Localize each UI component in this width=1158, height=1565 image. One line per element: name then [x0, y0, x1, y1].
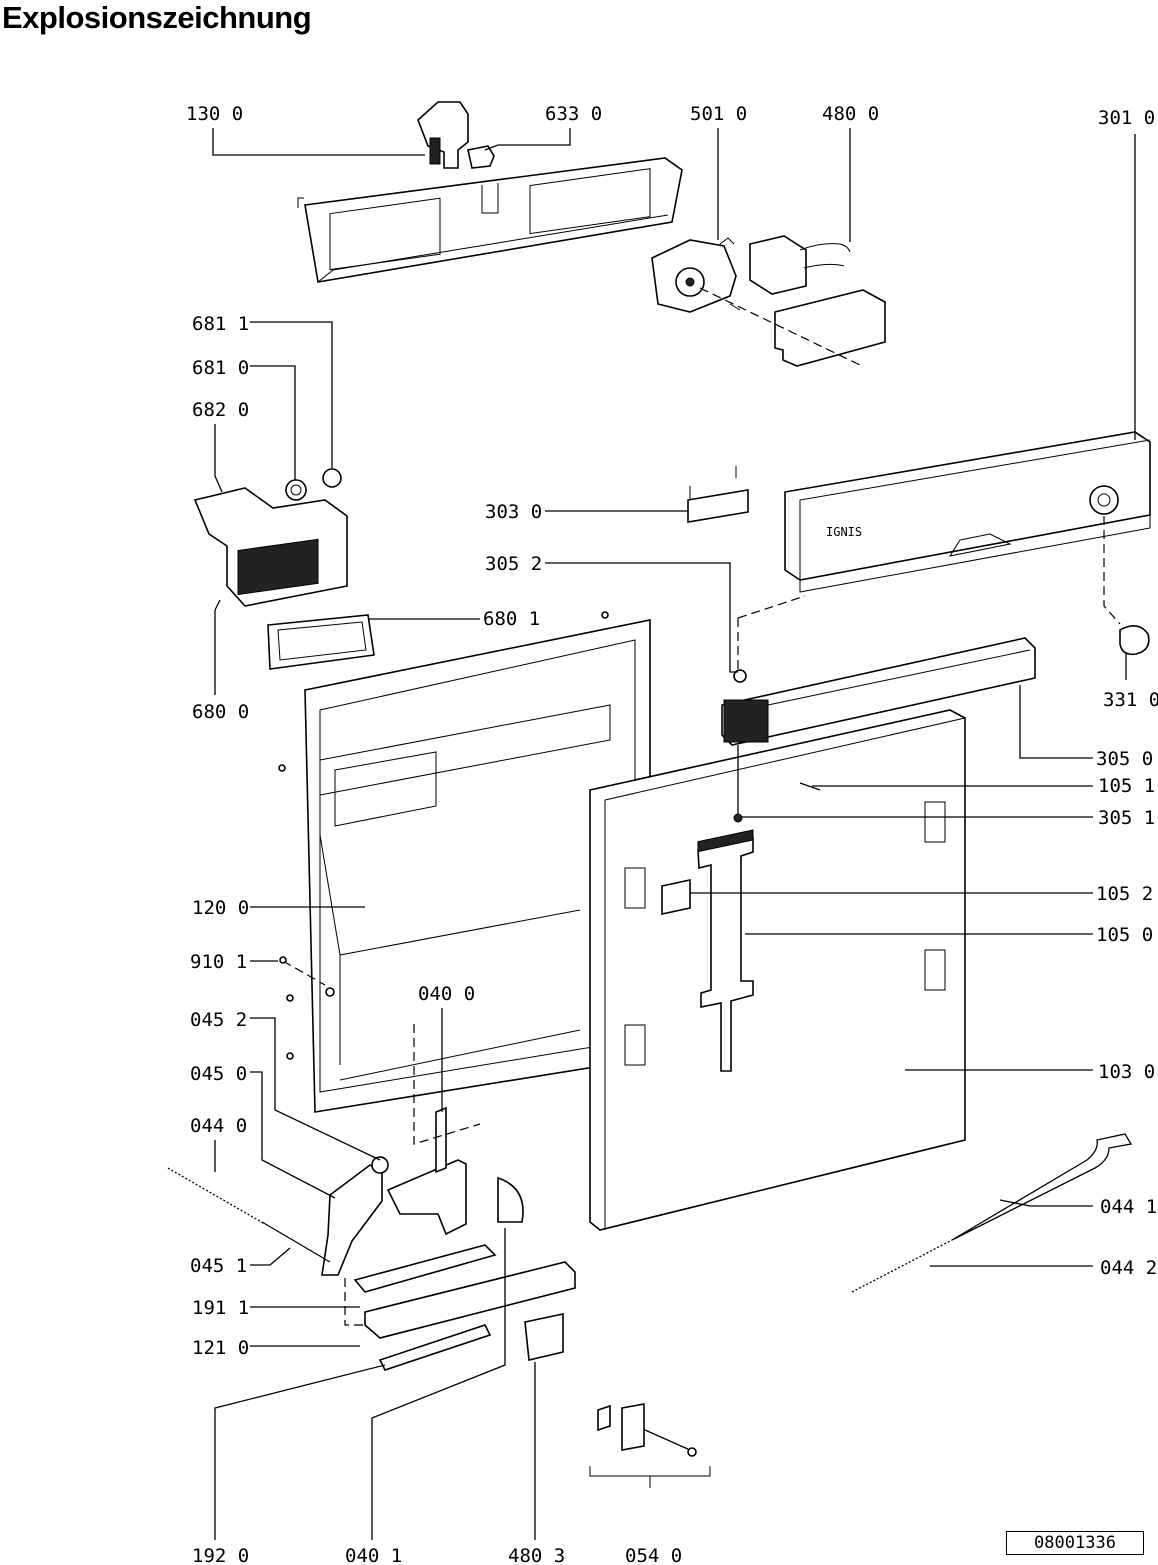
rail-192-0	[378, 1324, 492, 1371]
label-680-1: 680 1	[483, 608, 540, 630]
label-045-1: 045 1	[190, 1255, 247, 1277]
label-682-0: 682 0	[192, 399, 249, 421]
rail-121-0	[364, 1261, 576, 1339]
cover-040-1	[497, 1176, 524, 1223]
component-633-0	[467, 145, 495, 169]
spring-044-2	[851, 1239, 953, 1293]
timer-motor	[651, 237, 741, 313]
label-120-0: 120 0	[192, 897, 249, 919]
label-633-0: 633 0	[545, 103, 602, 125]
clip-480-3	[524, 1313, 564, 1361]
label-681-1: 681 1	[192, 313, 249, 335]
rail-191-1	[353, 1244, 497, 1293]
label-044-2: 044 2	[1100, 1257, 1157, 1279]
label-130-0: 130 0	[186, 103, 243, 125]
brand-mark: IGNIS	[826, 525, 862, 539]
label-681-0: 681 0	[192, 357, 249, 379]
label-040-0: 040 0	[418, 983, 475, 1005]
label-680-0: 680 0	[192, 701, 249, 723]
label-305-2: 305 2	[485, 553, 542, 575]
gasket-680-1	[267, 614, 375, 670]
label-054-0: 054 0	[625, 1545, 682, 1565]
screws	[278, 611, 609, 1060]
screw-set-054-0	[589, 1403, 711, 1488]
document-reference-number: 08001336	[1006, 1531, 1144, 1555]
component-130-0	[417, 101, 469, 169]
label-480-3: 480 3	[508, 1545, 565, 1565]
label-480-0: 480 0	[822, 103, 879, 125]
label-045-0: 045 0	[190, 1063, 247, 1085]
pin-105-1	[799, 782, 821, 791]
label-192-0: 192 0	[192, 1545, 249, 1565]
component-681-0	[285, 479, 307, 501]
timer-bracket	[699, 287, 886, 367]
label-105-0: 105 0	[1096, 924, 1153, 946]
label-501-0: 501 0	[690, 103, 747, 125]
label-044-0: 044 0	[190, 1115, 247, 1137]
top-mounting-bracket	[297, 157, 683, 283]
knob-331-0	[1103, 516, 1150, 656]
label-303-0: 303 0	[485, 501, 542, 523]
label-044-1: 044 1	[1100, 1196, 1157, 1218]
label-910-1: 910 1	[190, 951, 247, 973]
label-305-0: 305 0	[1096, 748, 1153, 770]
hinge-arm-045-0	[321, 1156, 389, 1276]
bracket-040-0	[386, 1024, 481, 1236]
label-103-0: 103 0	[1098, 1061, 1155, 1083]
label-040-1: 040 1	[345, 1545, 402, 1565]
handle-profile-305-0	[721, 595, 1036, 823]
label-305-1: 305 1	[1098, 807, 1155, 829]
connector-block	[749, 235, 851, 295]
seal-681-1	[322, 468, 342, 488]
hinge-clip-105-2	[661, 879, 691, 915]
hinge-plate-105-0	[697, 829, 754, 1072]
label-121-0: 121 0	[192, 1337, 249, 1359]
outer-door-panel	[589, 709, 966, 1231]
label-301-0: 301 0	[1098, 107, 1155, 129]
part-labels: 130 0 633 0 501 0 480 0 301 0 681 1 681 …	[186, 103, 1158, 1565]
page-title: Explosionszeichnung	[2, 0, 312, 35]
hinge-arm-044-1	[951, 1133, 1133, 1241]
label-105-2: 105 2	[1096, 883, 1153, 905]
label-105-1: 105 1	[1098, 775, 1155, 797]
control-panel: IGNIS	[784, 431, 1151, 593]
dispenser-unit	[193, 487, 348, 607]
label-331-0: 331 0	[1103, 689, 1158, 711]
spring-044-0	[167, 1167, 331, 1263]
clip-303-0	[687, 466, 749, 523]
label-191-1: 191 1	[192, 1297, 249, 1319]
leader-lines	[212, 128, 1136, 1540]
label-045-2: 045 2	[190, 1009, 247, 1031]
